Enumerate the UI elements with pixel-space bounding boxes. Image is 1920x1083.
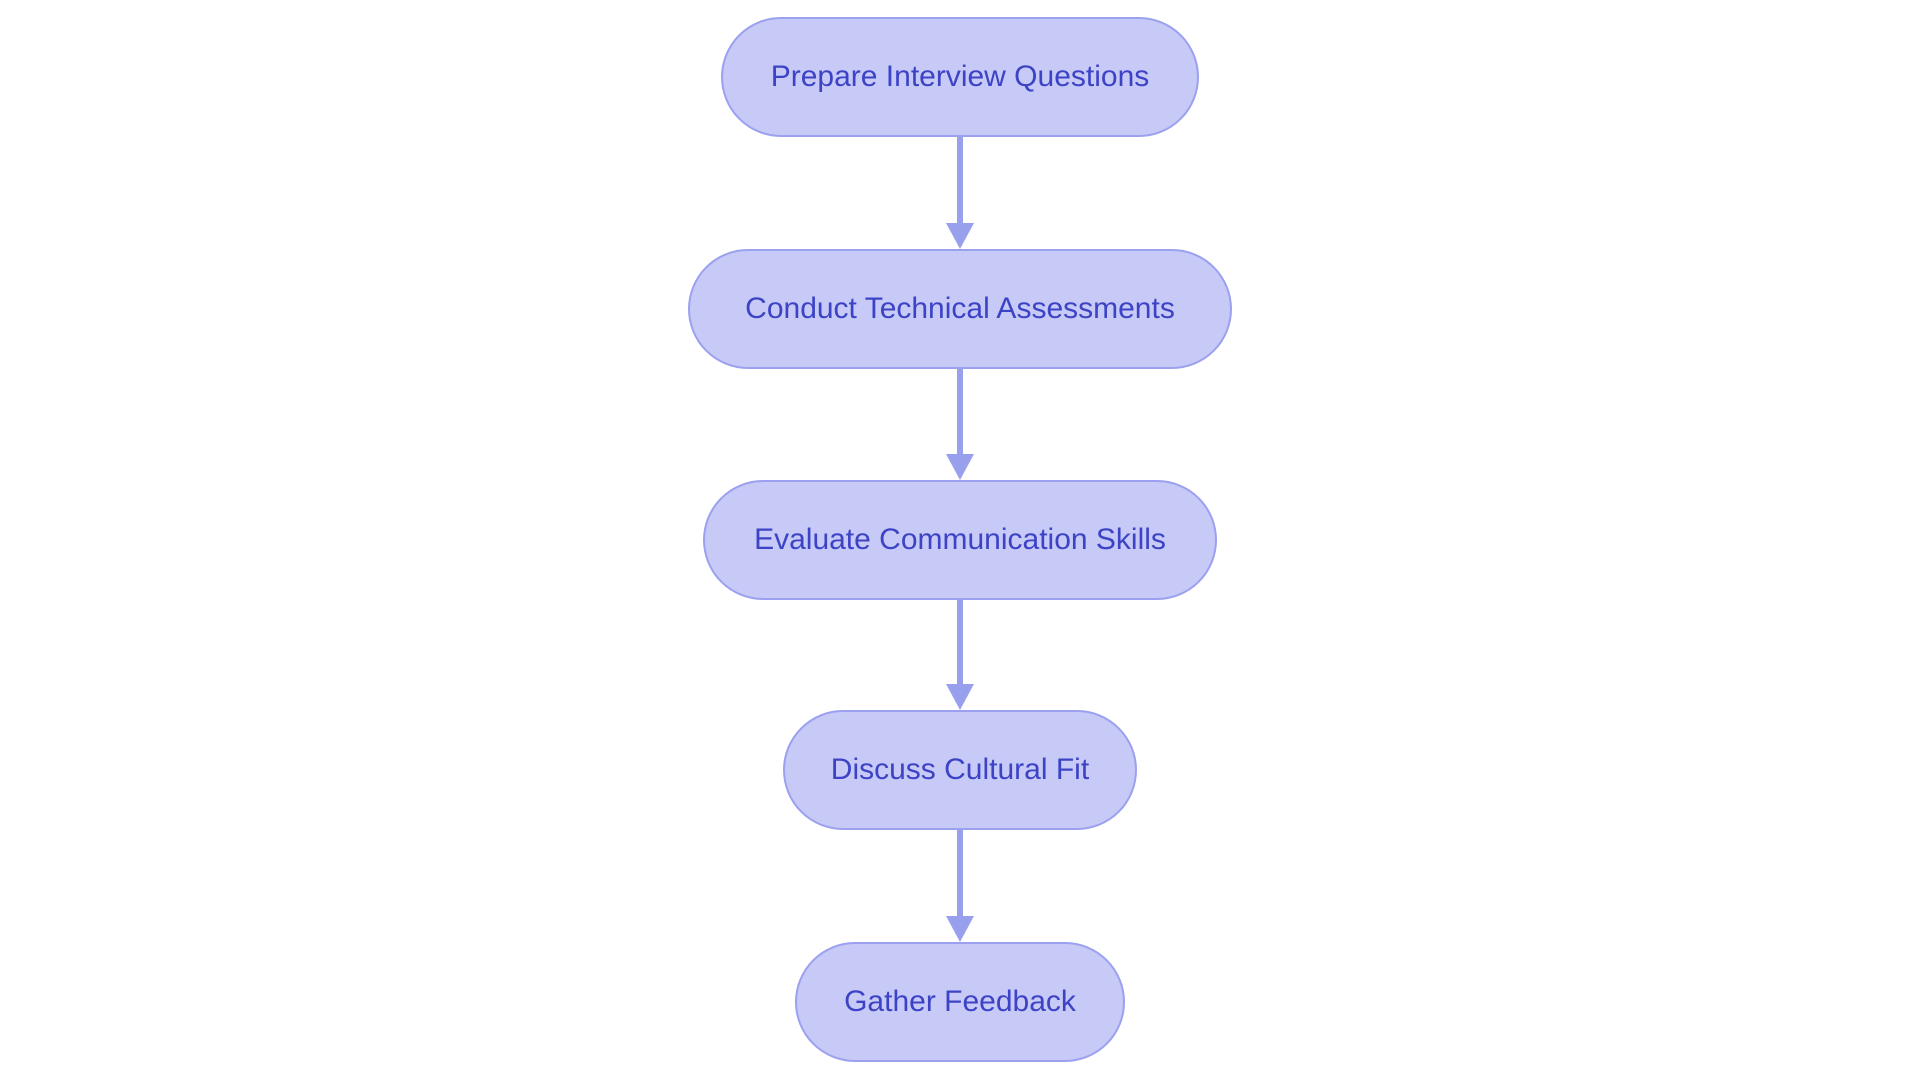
flow-node-evaluate-communication-skills: Evaluate Communication Skills	[703, 480, 1217, 600]
flow-node-prepare-interview-questions: Prepare Interview Questions	[721, 17, 1199, 137]
connector-arrow-down-icon	[946, 137, 974, 249]
flow-node-label: Gather Feedback	[844, 985, 1076, 1018]
arrowhead-icon	[946, 684, 974, 710]
connector-arrow-down-icon	[946, 830, 974, 942]
arrowhead-icon	[946, 454, 974, 480]
arrow-shaft	[957, 369, 963, 454]
connector-arrow-down-icon	[946, 600, 974, 710]
flow-node-label: Conduct Technical Assessments	[745, 292, 1175, 325]
arrow-shaft	[957, 600, 963, 684]
flow-node-gather-feedback: Gather Feedback	[795, 942, 1125, 1062]
arrowhead-icon	[946, 223, 974, 249]
flow-node-label: Discuss Cultural Fit	[830, 753, 1090, 786]
arrowhead-icon	[946, 916, 974, 942]
arrow-shaft	[957, 830, 963, 916]
flow-node-label: Prepare Interview Questions	[770, 60, 1150, 93]
flow-node-label: Evaluate Communication Skills	[754, 523, 1166, 556]
connector-arrow-down-icon	[946, 369, 974, 480]
arrow-shaft	[957, 137, 963, 223]
flow-node-discuss-cultural-fit: Discuss Cultural Fit	[783, 710, 1137, 830]
flow-node-conduct-technical-assessments: Conduct Technical Assessments	[688, 249, 1232, 369]
